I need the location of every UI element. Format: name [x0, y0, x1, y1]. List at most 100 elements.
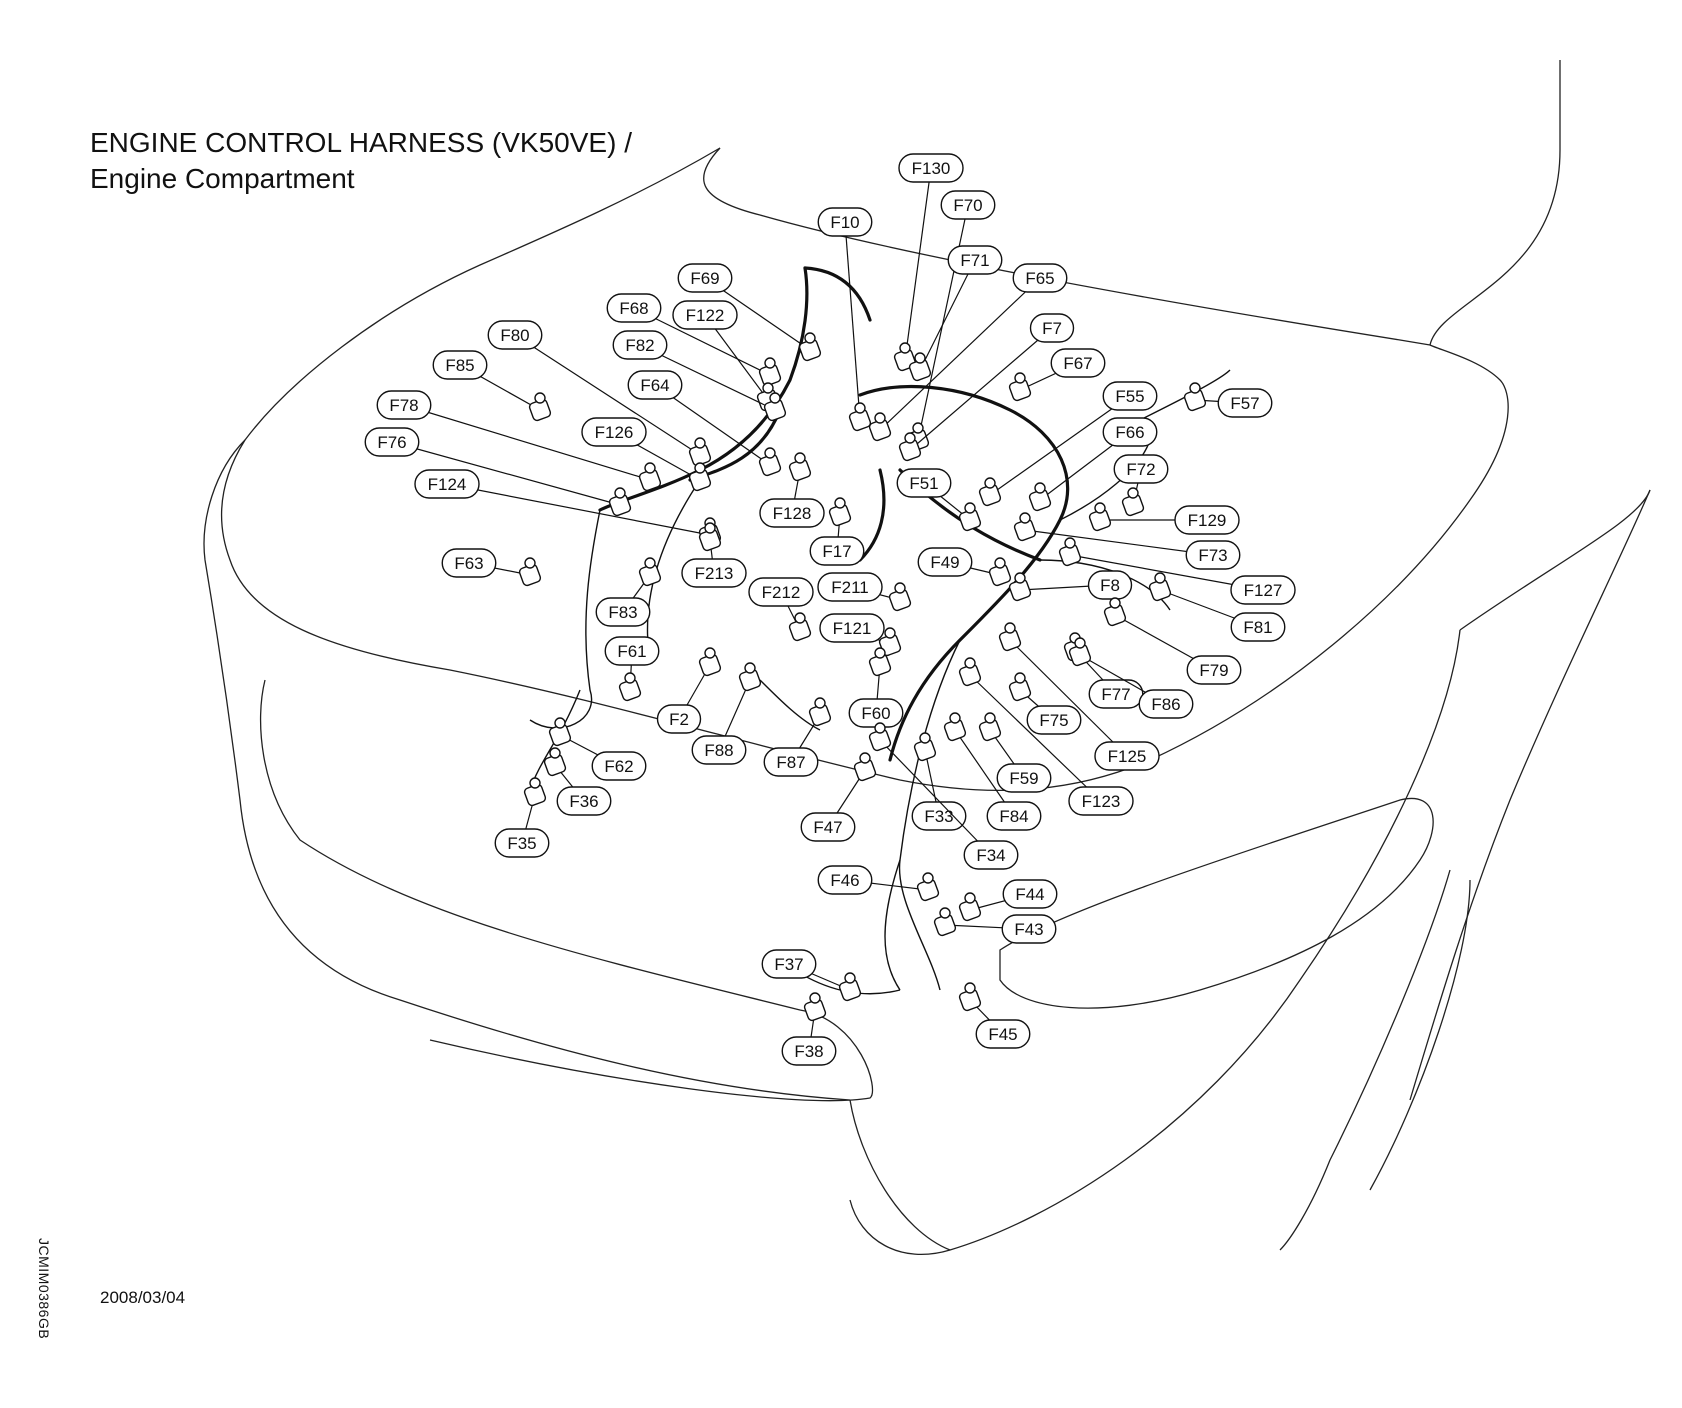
connector-cap: [844, 972, 856, 984]
revision-date: 2008/03/04: [100, 1288, 186, 1307]
connector-f128: F128: [759, 452, 825, 528]
label-text: F129: [1188, 511, 1227, 530]
connector-f36: F36: [543, 747, 612, 816]
connector-cap: [762, 382, 774, 394]
label-text: F88: [704, 741, 733, 760]
leader-line: [446, 483, 711, 536]
connector-cap: [554, 717, 566, 729]
label-pill: [1102, 417, 1158, 447]
label-pill: [1050, 348, 1106, 378]
label-pill: [1068, 786, 1134, 816]
label-text: F81: [1243, 618, 1272, 637]
label-text: F84: [999, 807, 1028, 826]
label-text: F70: [953, 196, 982, 215]
label-text: F78: [389, 396, 418, 415]
label-pill: [691, 735, 747, 765]
label-text: F73: [1198, 546, 1227, 565]
label-text: F71: [960, 251, 989, 270]
connector-f78: F78: [376, 390, 662, 492]
connector-cap: [834, 497, 846, 509]
connector-cap: [874, 412, 886, 424]
label-pill: [441, 548, 497, 578]
label-pill: [763, 747, 819, 777]
label-pill: [1185, 540, 1241, 570]
connector-f59: F59: [978, 712, 1052, 793]
connector-cap: [1034, 482, 1046, 494]
label-text: F126: [595, 423, 634, 442]
connector-f68: F68: [606, 293, 782, 387]
label-pill: [963, 840, 1019, 870]
leader-line: [989, 395, 1131, 496]
label-pill: [947, 245, 1003, 275]
label-text: F213: [695, 564, 734, 583]
connector-f82: F82: [612, 330, 787, 422]
connector-cap: [984, 477, 996, 489]
connector-f129: F129: [1088, 502, 1240, 535]
leader-line: [391, 441, 621, 506]
connector-f51: F51: [896, 468, 982, 532]
car-body-outline: [203, 60, 1651, 1255]
connector-f62: F62: [548, 717, 647, 781]
connector-f122: F122: [672, 300, 780, 412]
connector-f17: F17: [809, 497, 865, 566]
connector-f69: F69: [677, 263, 822, 362]
connector-f70: F70: [906, 190, 996, 452]
label-pill: [376, 390, 432, 420]
label-text: F77: [1101, 685, 1130, 704]
label-pill: [1029, 313, 1075, 343]
connector-f2: F2: [656, 647, 722, 734]
label-pill: [761, 949, 817, 979]
label-pill: [364, 427, 420, 457]
connector-cap: [644, 462, 656, 474]
leader-line: [1009, 639, 1128, 757]
connector-f45: F45: [958, 982, 1031, 1049]
connector-f80: F80: [487, 320, 712, 467]
connector-cap: [744, 662, 756, 674]
connector-f213: F213: [681, 522, 747, 588]
label-text: F83: [608, 603, 637, 622]
connector-f212: F212: [748, 577, 814, 642]
label-pill: [432, 350, 488, 380]
connector-f60: F60: [848, 647, 904, 728]
connector-cap: [884, 627, 896, 639]
label-text: F123: [1082, 792, 1121, 811]
label-pill: [1087, 570, 1133, 600]
label-text: F124: [428, 475, 467, 494]
label-pill: [581, 417, 647, 447]
label-text: F57: [1230, 394, 1259, 413]
label-text: F86: [1151, 695, 1180, 714]
label-pill: [1012, 263, 1068, 293]
leader-line: [969, 674, 1102, 802]
label-pill: [1230, 612, 1286, 642]
connector-cap: [804, 332, 816, 344]
label-text: F76: [377, 433, 406, 452]
label-text: F55: [1115, 387, 1144, 406]
connector-f76: F76: [364, 427, 632, 517]
label-text: F64: [640, 376, 669, 395]
connector-f121: F121: [819, 613, 902, 657]
label-text: F121: [833, 619, 872, 638]
label-text: F125: [1108, 747, 1147, 766]
label-text: F46: [830, 871, 859, 890]
connector-cap: [1064, 537, 1076, 549]
label-pill: [996, 763, 1052, 793]
connector-f34: F34: [868, 722, 1019, 870]
label-pill: [606, 293, 662, 323]
connector-cap: [922, 872, 934, 884]
connector-f211: F211: [817, 572, 912, 612]
connector-f86: F86: [1068, 637, 1194, 719]
connector-cap: [764, 447, 776, 459]
label-pill: [896, 468, 952, 498]
label-pill: [1217, 388, 1273, 418]
leader-line: [909, 327, 1053, 451]
connector-cap: [912, 422, 924, 434]
label-pill: [1002, 879, 1058, 909]
connector-f88: F88: [691, 662, 762, 765]
label-pill: [591, 751, 647, 781]
label-text: F67: [1063, 354, 1092, 373]
connector-f66: F66: [1028, 417, 1158, 512]
label-pill: [681, 558, 747, 588]
connector-cap: [964, 892, 976, 904]
label-text: F61: [617, 642, 646, 661]
connector-f8: F8: [1008, 570, 1133, 602]
